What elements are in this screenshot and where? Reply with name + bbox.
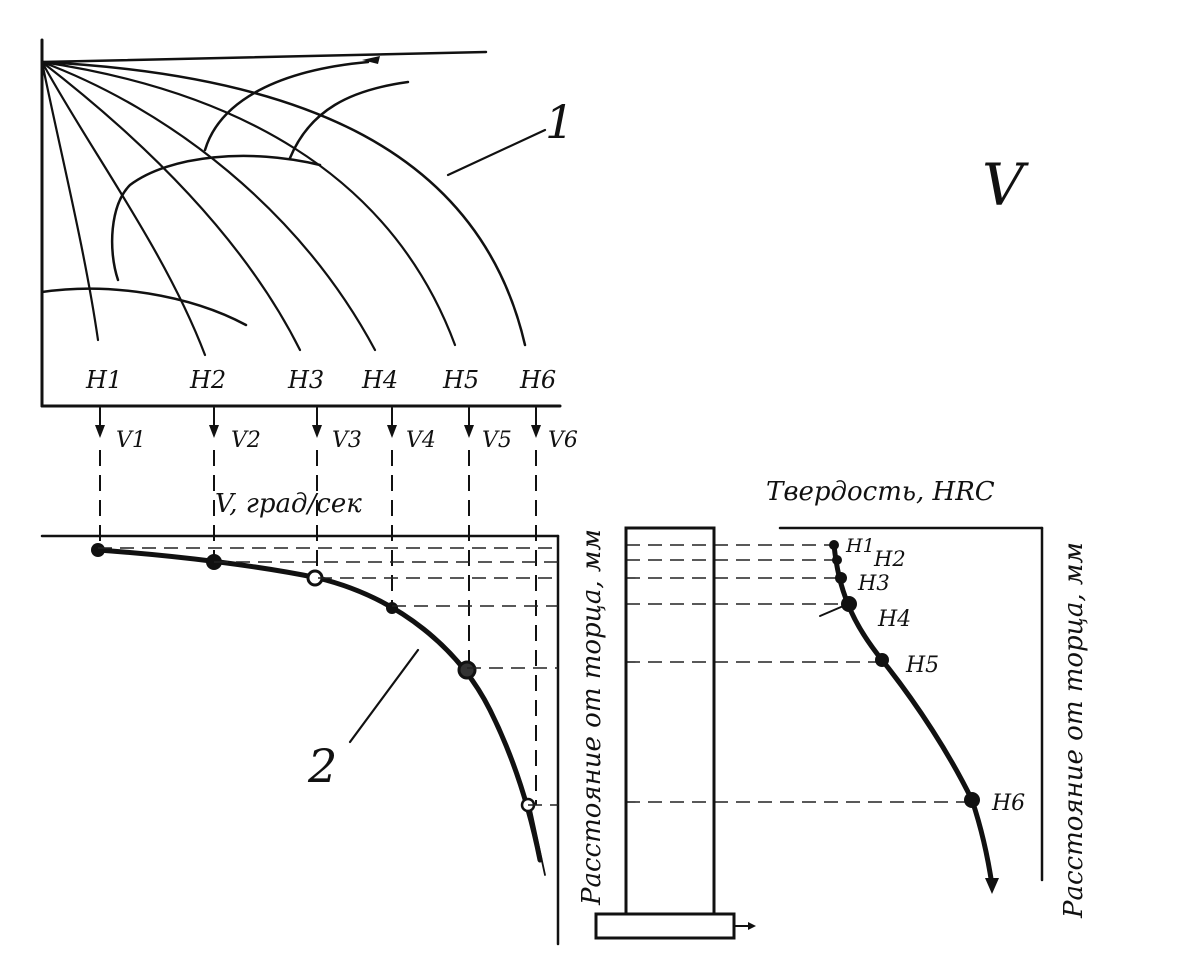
transformation-curve-start <box>203 60 370 152</box>
hardness-axis-label: Твердость, HRC <box>766 477 995 507</box>
hardness-point-1 <box>829 540 839 550</box>
cooling-curve-2 <box>40 60 207 357</box>
v-label-3: V3 <box>332 428 362 453</box>
vertical-projections <box>99 450 537 805</box>
hardness-labels-top: H1 H2 H3 H4 H5 H6 <box>85 366 556 394</box>
cooling-rate-curve <box>95 547 543 863</box>
cooling-curve-6 <box>40 60 527 347</box>
curve-arrowhead <box>362 56 380 64</box>
callout-2: 2 <box>307 739 337 793</box>
rate-arrow-2 <box>209 407 219 438</box>
hardness-curve <box>831 542 995 888</box>
curve-tail <box>529 804 546 876</box>
cooling-curve-1 <box>40 60 100 342</box>
v-label-1: V1 <box>116 428 146 453</box>
jominy-specimen <box>594 526 756 940</box>
h-label-3: H3 <box>287 366 324 394</box>
rate-distance-plot: Расстояние от торца, мм 2 <box>40 529 607 946</box>
hardness-point-2 <box>832 555 842 565</box>
hardness-point-3 <box>835 572 847 584</box>
callout-2-leader <box>348 648 420 744</box>
hardness-point-label-6: H6 <box>991 791 1025 816</box>
rate-point-4 <box>386 602 398 614</box>
hardness-point-label-2: H2 <box>873 547 906 571</box>
v-label-5: V5 <box>482 428 512 453</box>
hardness-point-6 <box>964 792 980 808</box>
martensite-start-line <box>40 287 248 327</box>
rate-arrow-5 <box>464 407 474 438</box>
specimen-bar <box>624 526 716 916</box>
hardness-curve-arrowhead <box>985 878 999 894</box>
figure-mark: V <box>982 151 1029 219</box>
cct-diagram: 1 V <box>40 38 1029 408</box>
callout-1-leader <box>446 128 547 177</box>
h-label-4: H4 <box>361 366 398 394</box>
hardness-point-5 <box>875 653 889 667</box>
h-label-2: H2 <box>189 366 226 394</box>
callout-1: 1 <box>545 95 574 149</box>
specimen-base <box>594 912 736 940</box>
v-label-4: V4 <box>406 428 436 453</box>
rate-arrow-4 <box>387 407 397 438</box>
transformation-curve-finish <box>288 80 410 160</box>
distance-axis-label-left: Расстояние от торца, мм <box>577 529 607 906</box>
h-label-6: H6 <box>519 366 556 394</box>
cooling-curve-5 <box>40 60 457 347</box>
hardness-point-label-4: H4 <box>877 607 911 632</box>
rate-arrow-1 <box>95 407 105 438</box>
rate-axis-label: V, град/сек <box>215 489 362 519</box>
cooling-curve-4 <box>40 60 377 352</box>
cct-top-line <box>40 50 488 64</box>
cooling-curve-3 <box>40 60 302 352</box>
hardness-point-label-1: H1 <box>845 535 875 557</box>
rate-arrow-3 <box>312 407 322 438</box>
rate-arrows: V1 V2 V3 V4 V5 V6 <box>95 407 578 453</box>
hardness-point-label-5: H5 <box>905 653 939 678</box>
v-label-2: V2 <box>231 428 261 453</box>
h-label-1: H1 <box>85 366 122 394</box>
rate-point-1 <box>91 543 105 557</box>
rate-point-5 <box>457 660 477 680</box>
distance-axis-label-right: Расстояние от торца, мм <box>1059 542 1089 919</box>
v-label-6: V6 <box>548 428 578 453</box>
rate-arrow-6 <box>531 407 541 438</box>
hardness-point-4 <box>841 596 857 612</box>
horizontal-projections <box>98 544 972 806</box>
transformation-curve-lower <box>110 154 322 282</box>
hardness-point-label-3: H3 <box>857 571 890 595</box>
h-label-5: H5 <box>442 366 479 394</box>
hardness-distance-plot: Твердость, HRC Расстояние от торца, мм H… <box>766 477 1089 919</box>
